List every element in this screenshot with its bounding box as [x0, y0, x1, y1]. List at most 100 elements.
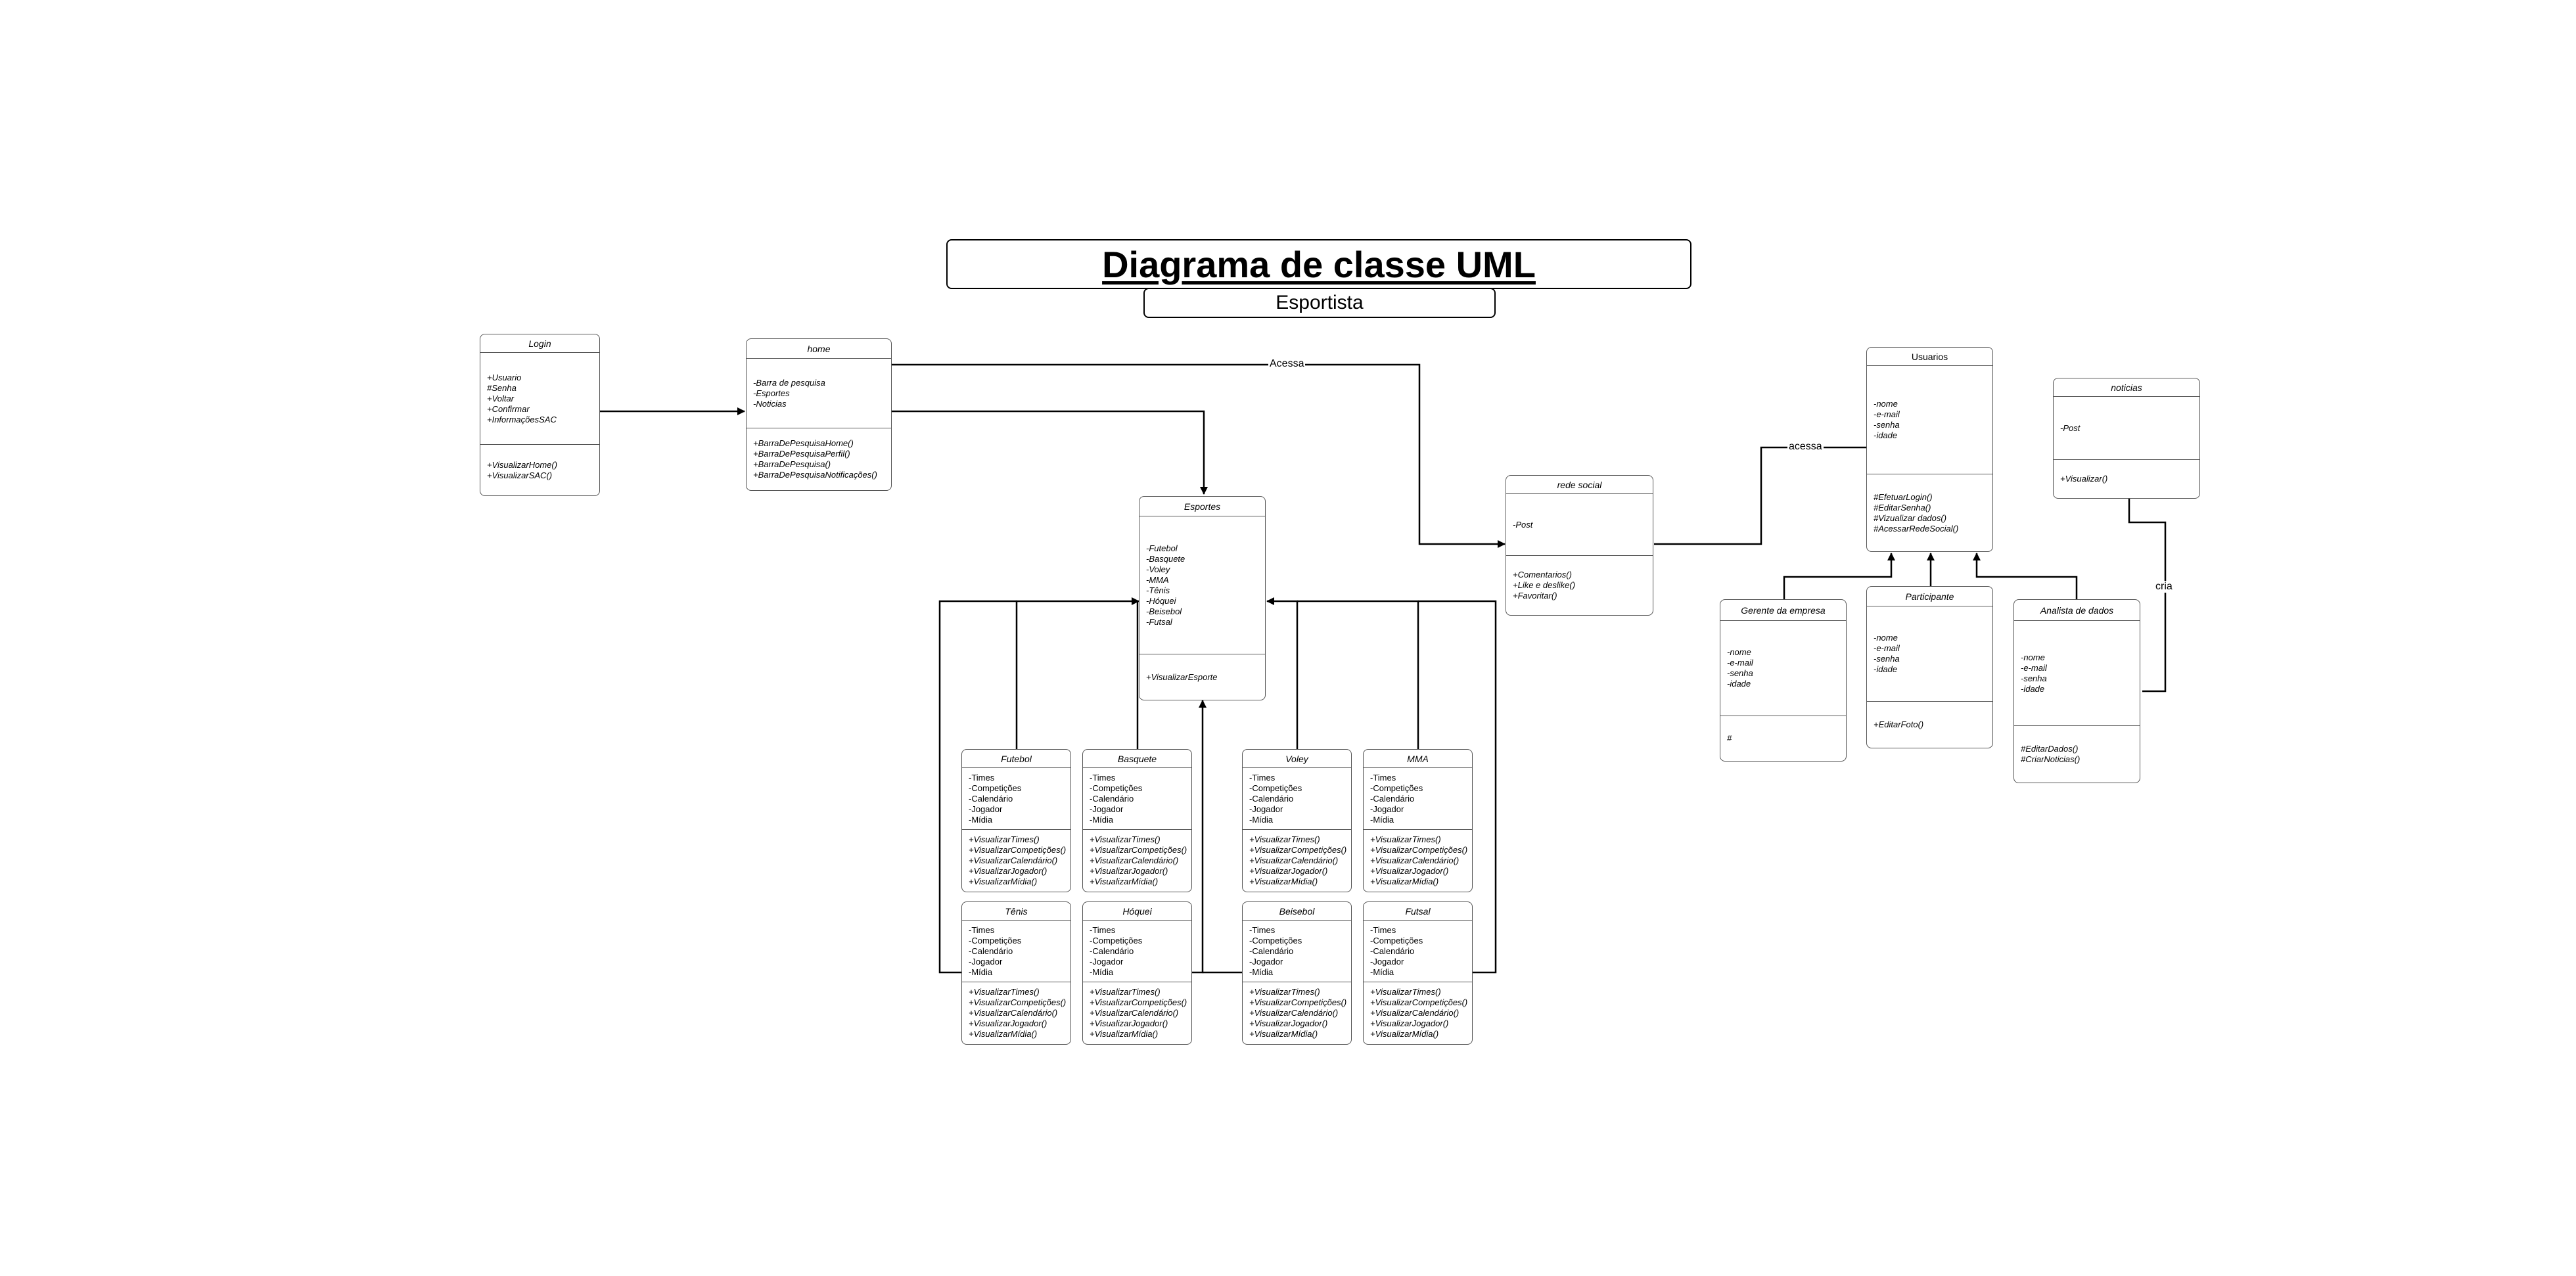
class-voley[interactable]: Voley -Times -Competições -Calendário -J… [1242, 749, 1352, 892]
method-item: +VisualizarCompetições() [1249, 997, 1347, 1007]
label-acessa-rede: acessa [1787, 441, 1824, 453]
method-item: +VisualizarCompetições() [1370, 845, 1468, 855]
method-item: +BarraDePesquisaNotificações() [753, 470, 877, 480]
class-usuarios[interactable]: Usuarios -nome -e-mail -senha -idade #Ef… [1866, 347, 1993, 552]
method-item: +VisualizarMídia() [1090, 877, 1159, 886]
method-item: +VisualizarCompetições() [969, 997, 1067, 1007]
method-item: +VisualizarJogador() [1370, 1018, 1449, 1028]
attribute-item: -Mídia [1370, 967, 1394, 977]
class-rede-social[interactable]: rede social -Post +Comentarios() +Like e… [1506, 475, 1653, 616]
class-analista-de-dados[interactable]: Analista de dados -nome -e-mail -senha -… [2013, 599, 2140, 783]
attribute-item: -Jogador [1090, 804, 1124, 814]
connector-rede-social-usuarios [1654, 446, 1868, 545]
attribute-item: -Calendário [969, 946, 1013, 956]
method-item: +VisualizarCompetições() [969, 845, 1067, 855]
class-methods: +VisualizarHome() +VisualizarSAC() [480, 445, 599, 495]
class-name: Usuarios [1867, 348, 1992, 366]
diagram-subtitle: Esportista [1276, 292, 1364, 313]
class-attributes: -nome -e-mail -senha -idade [1867, 366, 1992, 474]
class-participante[interactable]: Participante -nome -e-mail -senha -idade… [1866, 586, 1993, 748]
attribute-item: -Calendário [1090, 946, 1134, 956]
class-hoquei[interactable]: Hóquei -Times -Competições -Calendário -… [1082, 901, 1192, 1045]
method-item: +BarraDePesquisa() [753, 459, 831, 469]
class-attributes: -Times -Competições -Calendário -Jogador… [1083, 768, 1191, 830]
class-basquete[interactable]: Basquete -Times -Competições -Calendário… [1082, 749, 1192, 892]
attribute-item: -Times [1090, 924, 1116, 935]
attribute-item: -Futebol [1146, 543, 1178, 553]
class-methods: +VisualizarTimes() +VisualizarCompetiçõe… [1083, 830, 1191, 892]
method-item: +VisualizarCalendário() [1090, 1008, 1179, 1018]
attribute-item: -Times [1370, 772, 1396, 783]
method-item: +VisualizarTimes() [1249, 834, 1320, 844]
method-item: +VisualizarTimes() [969, 834, 1040, 844]
class-futsal[interactable]: Futsal -Times -Competições -Calendário -… [1363, 901, 1473, 1045]
method-item: +VisualizarMídia() [969, 877, 1038, 886]
class-mma[interactable]: MMA -Times -Competições -Calendário -Jog… [1363, 749, 1473, 892]
label-acessa-home: Acessa [1268, 358, 1306, 370]
attribute-item: -Competições [1249, 783, 1302, 793]
class-name: rede social [1506, 476, 1653, 494]
method-item: +VisualizarCalendário() [969, 855, 1058, 865]
class-methods: +VisualizarEsporte [1139, 654, 1265, 700]
attribute-item: -Mídia [1090, 967, 1114, 977]
attribute-item: -Calendário [969, 793, 1013, 804]
method-item: +VisualizarTimes() [1249, 987, 1320, 997]
connector-hoquei-esportes [1191, 700, 1207, 974]
diagram-title: Diagrama de classe UML [1102, 243, 1536, 285]
attribute-item: -MMA [1146, 574, 1169, 585]
method-item: +VisualizarJogador() [1249, 1018, 1328, 1028]
attribute-item: -Times [969, 924, 995, 935]
class-attributes: -Times -Competições -Calendário -Jogador… [1243, 768, 1351, 830]
attribute-item: -idade [2021, 683, 2045, 694]
class-name: Login [480, 334, 599, 353]
attribute-item: -Jogador [1249, 804, 1283, 814]
method-item: +Comentarios() [1513, 570, 1572, 580]
class-futebol[interactable]: Futebol -Times -Competições -Calendário … [961, 749, 1071, 892]
method-item: +VisualizarTimes() [1370, 834, 1441, 844]
method-item: +VisualizarTimes() [1090, 987, 1161, 997]
method-item: +VisualizarCalendário() [1370, 855, 1460, 865]
connector-home-esportes [892, 410, 1208, 495]
method-item: +VisualizarJogador() [1090, 1018, 1168, 1028]
method-item: +VisualizarJogador() [1090, 866, 1168, 876]
connector-futebol-esportes [1015, 597, 1139, 749]
method-item: +VisualizarTimes() [1370, 987, 1441, 997]
attribute-item: -Tênis [1146, 585, 1170, 595]
method-item: +BarraDePesquisaHome() [753, 438, 854, 448]
class-methods: +VisualizarTimes() +VisualizarCompetiçõe… [962, 982, 1070, 1044]
class-name: Esportes [1139, 497, 1265, 516]
method-item: +VisualizarHome() [487, 459, 558, 470]
method-item: +VisualizarMídia() [1370, 877, 1439, 886]
attribute-item: -Times [969, 772, 995, 783]
class-beisebol[interactable]: Beisebol -Times -Competições -Calendário… [1242, 901, 1352, 1045]
class-esportes[interactable]: Esportes -Futebol -Basquete -Voley -MMA … [1139, 496, 1266, 700]
class-attributes: -Times -Competições -Calendário -Jogador… [1243, 921, 1351, 982]
attribute-item: -nome [2021, 652, 2045, 662]
class-attributes: +Usuario #Senha +Voltar +Confirmar +Info… [480, 353, 599, 445]
method-item: +VisualizarCompetições() [1249, 845, 1347, 855]
class-name: Voley [1243, 750, 1351, 768]
attribute-item: -Calendário [1249, 946, 1294, 956]
method-item: +VisualizarCalendário() [969, 1008, 1058, 1018]
attribute-item: -Esportes [753, 388, 790, 398]
attribute-item: -Calendário [1090, 793, 1134, 804]
class-name: Futsal [1364, 902, 1472, 921]
attribute-item: -Hóquei [1146, 595, 1176, 606]
attribute-item: -Competições [1370, 783, 1423, 793]
class-login[interactable]: Login +Usuario #Senha +Voltar +Confirmar… [480, 334, 600, 496]
attribute-item: -Times [1249, 924, 1276, 935]
attribute-item: -Mídia [1249, 967, 1274, 977]
class-home[interactable]: home -Barra de pesquisa -Esportes -Notic… [746, 338, 892, 491]
class-noticias[interactable]: noticias -Post +Visualizar() [2053, 378, 2200, 499]
attribute-item: +Voltar [487, 393, 515, 403]
class-attributes: -Times -Competições -Calendário -Jogador… [1364, 768, 1472, 830]
method-item: +BarraDePesquisaPerfil() [753, 449, 850, 459]
attribute-item: -Competições [969, 783, 1022, 793]
method-item: +VisualizarTimes() [969, 987, 1040, 997]
attribute-item: -e-mail [1727, 658, 1753, 668]
class-gerente-da-empresa[interactable]: Gerente da empresa -nome -e-mail -senha … [1720, 599, 1847, 762]
attribute-item: -Jogador [1370, 956, 1404, 967]
class-name: Basquete [1083, 750, 1191, 768]
class-tenis[interactable]: Tênis -Times -Competições -Calendário -J… [961, 901, 1071, 1045]
